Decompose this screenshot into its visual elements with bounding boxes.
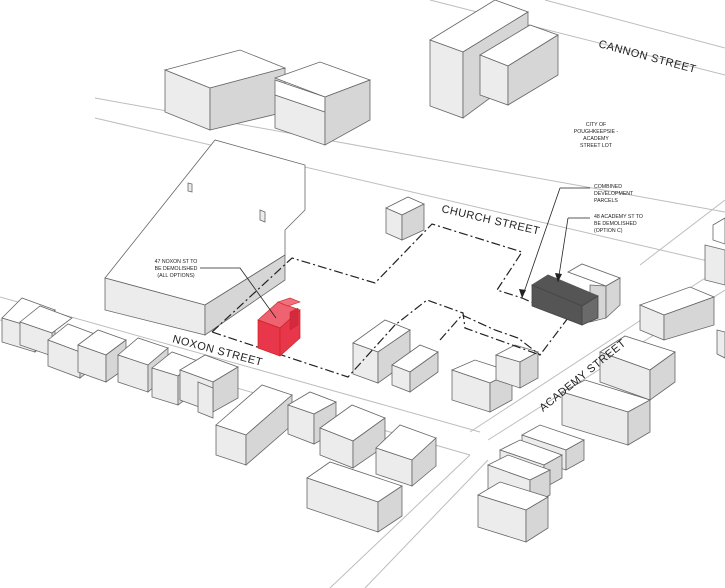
building	[306, 461, 403, 533]
leader-lines	[200, 187, 590, 319]
svg-text:48 ACADEMY ST TO: 48 ACADEMY ST TO	[594, 214, 643, 220]
building	[716, 329, 725, 359]
svg-text:47 NOXON ST TO: 47 NOXON ST TO	[155, 259, 198, 265]
building	[215, 384, 293, 466]
academy-demolish-annotation: 48 ACADEMY ST TO BE DEMOLISHED (OPTION C…	[594, 214, 643, 234]
svg-text:DEVELOPMENT: DEVELOPMENT	[594, 191, 634, 197]
combined-parcels-annotation: COMBINED DEVELOPMENT PARCELS	[594, 184, 634, 204]
building	[385, 196, 425, 241]
building	[319, 404, 386, 469]
svg-text:STREET LOT: STREET LOT	[580, 143, 613, 149]
building	[77, 329, 127, 383]
cannon-street-label: CANNON STREET	[597, 38, 697, 76]
building-47-noxon-demolish	[257, 297, 301, 357]
building	[599, 335, 676, 401]
building	[560, 379, 652, 446]
building	[197, 381, 214, 419]
building	[163, 49, 287, 131]
building	[494, 344, 540, 389]
building	[273, 61, 372, 146]
svg-text:ACADEMY: ACADEMY	[583, 136, 609, 142]
building	[19, 305, 73, 357]
building	[352, 319, 411, 384]
building	[479, 24, 559, 106]
svg-text:CITY OF: CITY OF	[586, 122, 606, 128]
building	[104, 139, 306, 336]
svg-text:(OPTION C): (OPTION C)	[594, 228, 623, 234]
parcel-inner-boundary	[439, 314, 541, 356]
building	[391, 344, 439, 393]
building	[638, 286, 716, 341]
svg-text:(ALL OPTIONS): (ALL OPTIONS)	[157, 273, 195, 279]
context-buildings	[1, 0, 725, 543]
svg-text:BE DEMOLISHED: BE DEMOLISHED	[155, 266, 198, 272]
svg-text:COMBINED: COMBINED	[594, 184, 622, 190]
building-48-academy-demolish	[531, 274, 599, 326]
church-street-label: CHURCH STREET	[440, 203, 541, 237]
noxon-demolish-annotation: 47 NOXON ST TO BE DEMOLISHED (ALL OPTION…	[155, 259, 198, 279]
building	[375, 424, 437, 487]
building	[477, 481, 549, 543]
building	[704, 217, 725, 286]
svg-text:BE DEMOLISHED: BE DEMOLISHED	[594, 221, 637, 227]
lot-annotation: CITY OF POUGHKEEPSIE - ACADEMY STREET LO…	[574, 122, 619, 149]
svg-text:PARCELS: PARCELS	[594, 198, 618, 204]
svg-text:POUGHKEEPSIE -: POUGHKEEPSIE -	[574, 129, 619, 135]
